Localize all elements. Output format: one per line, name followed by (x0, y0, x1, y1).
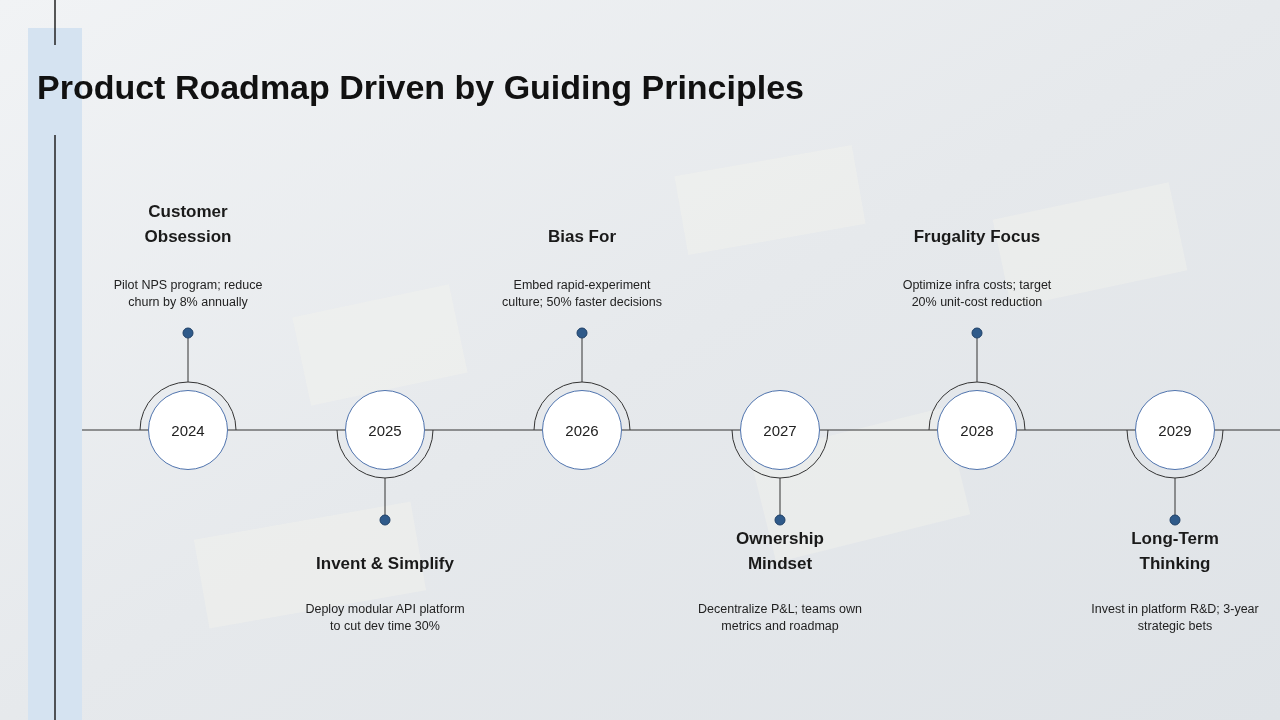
principle-heading: Bias For (482, 224, 682, 249)
principle-heading: Long-Term Thinking (1110, 526, 1240, 576)
timeline-start (82, 430, 151, 431)
year-circle: 2025 (345, 390, 425, 470)
principle-description: Embed rapid-experiment culture; 50% fast… (497, 277, 667, 311)
side-rule (54, 0, 56, 45)
year-text: 2024 (171, 422, 204, 439)
leader-line (385, 478, 386, 515)
year-circle: 2027 (740, 390, 820, 470)
principle-heading: Frugality Focus (877, 224, 1077, 249)
timeline-segment (1017, 430, 1135, 431)
year-text: 2029 (1158, 422, 1191, 439)
leader-line (1175, 478, 1176, 515)
timeline-segment (820, 430, 937, 431)
year-circle: 2028 (937, 390, 1017, 470)
timeline-segment (425, 430, 542, 431)
leader-line (977, 338, 978, 382)
leader-line (582, 338, 583, 382)
timeline-end (1212, 430, 1280, 431)
timeline-art (82, 338, 1280, 515)
principle-description: Deploy modular API platform to cut dev t… (303, 601, 468, 635)
principle-heading: Customer Obsession (123, 199, 253, 249)
year-circle: 2026 (542, 390, 622, 470)
leader-line (188, 338, 189, 382)
year-text: 2026 (565, 422, 598, 439)
principle-description: Invest in platform R&D; 3-year strategic… (1088, 601, 1263, 635)
leader-dot (972, 328, 982, 338)
year-text: 2025 (368, 422, 401, 439)
principle-description: Decentralize P&L; teams own metrics and … (693, 601, 868, 635)
leader-dot (183, 328, 193, 338)
leader-dot (775, 515, 785, 525)
slide-title: Product Roadmap Driven by Guiding Princi… (37, 68, 804, 107)
principle-description: Pilot NPS program; reduce churn by 8% an… (101, 277, 276, 311)
principle-heading: Invent & Simplify (285, 551, 485, 576)
leader-dot (380, 515, 390, 525)
principle-heading: Ownership Mindset (715, 526, 845, 576)
photo-shapes (194, 145, 1188, 628)
year-circle: 2029 (1135, 390, 1215, 470)
timeline-segment (228, 430, 345, 431)
side-band (28, 28, 82, 720)
year-text: 2028 (960, 422, 993, 439)
leader-dot (1170, 515, 1180, 525)
principle-description: Optimize infra costs; target 20% unit-co… (890, 277, 1065, 311)
leader-line (780, 478, 781, 515)
year-text: 2027 (763, 422, 796, 439)
year-circle: 2024 (148, 390, 228, 470)
timeline-segment (622, 430, 740, 431)
leader-dot (577, 328, 587, 338)
leader-dots (183, 328, 1180, 525)
side-rule (54, 135, 56, 720)
